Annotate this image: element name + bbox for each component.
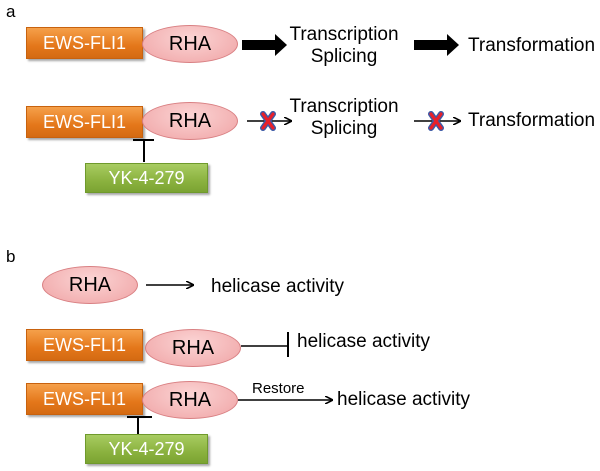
inhibition-bar: [127, 416, 152, 434]
transcription-label: Transcription: [289, 24, 399, 45]
transformation-label: Transformation: [468, 35, 596, 56]
splicing-label: Splicing: [310, 118, 378, 139]
ews-fli1-box: EWS-FLI1: [26, 106, 143, 138]
ews-fli1-box: EWS-FLI1: [26, 329, 143, 361]
helicase-activity-label: helicase activity: [211, 276, 345, 297]
rha-ellipse: RHA: [42, 266, 138, 304]
inhibition-bar: [133, 139, 154, 162]
inhibition-line: [241, 332, 289, 357]
block-x-icon: [260, 111, 276, 131]
process-label: Transcription Splicing: [284, 24, 404, 68]
transcription-label: Transcription: [289, 96, 399, 117]
panel-label-b: b: [6, 247, 16, 266]
rha-ellipse: RHA: [142, 381, 238, 419]
restore-label: Restore: [252, 380, 305, 397]
process-label: Transcription Splicing: [284, 96, 404, 140]
splicing-label: Splicing: [310, 46, 378, 67]
rha-ellipse: RHA: [142, 102, 238, 140]
block-x-icon: [428, 111, 444, 131]
thick-arrow: [242, 34, 287, 56]
ews-fli1-box: EWS-FLI1: [26, 27, 143, 59]
helicase-activity-label: helicase activity: [297, 331, 431, 352]
ews-fli1-box: EWS-FLI1: [26, 383, 143, 415]
transformation-label: Transformation: [468, 110, 596, 131]
panel-label-a: a: [6, 2, 16, 21]
rha-ellipse: RHA: [142, 25, 238, 63]
rha-ellipse: RHA: [145, 329, 241, 367]
yk-4-279-box: YK-4-279: [85, 434, 208, 464]
yk-4-279-box: YK-4-279: [85, 163, 208, 193]
thick-arrow: [414, 34, 459, 56]
helicase-activity-label: helicase activity: [337, 389, 471, 410]
